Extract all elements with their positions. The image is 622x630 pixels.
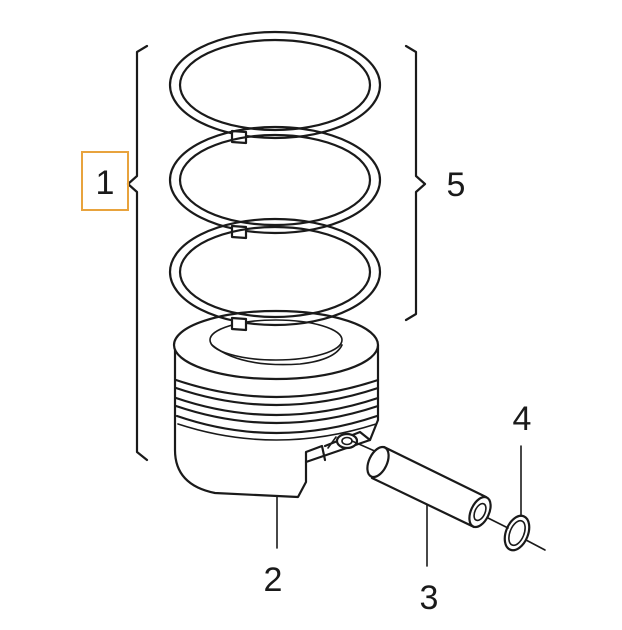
assembly-bracket (126, 44, 149, 462)
piston-ring-top (168, 30, 382, 145)
piston (172, 309, 380, 499)
piston-pin (351, 440, 509, 529)
callout-label-4: 4 (513, 400, 532, 438)
rings-bracket (404, 44, 427, 322)
circlip (503, 514, 546, 552)
callout-label-1: 1 (96, 164, 115, 202)
piston-ring-middle (168, 125, 382, 240)
callout-1-highlight (81, 151, 129, 211)
callout-label-3: 3 (420, 579, 439, 617)
callout-label-5: 5 (447, 166, 466, 204)
callout-label-2: 2 (264, 561, 283, 599)
piston-ring-bottom (168, 217, 382, 332)
